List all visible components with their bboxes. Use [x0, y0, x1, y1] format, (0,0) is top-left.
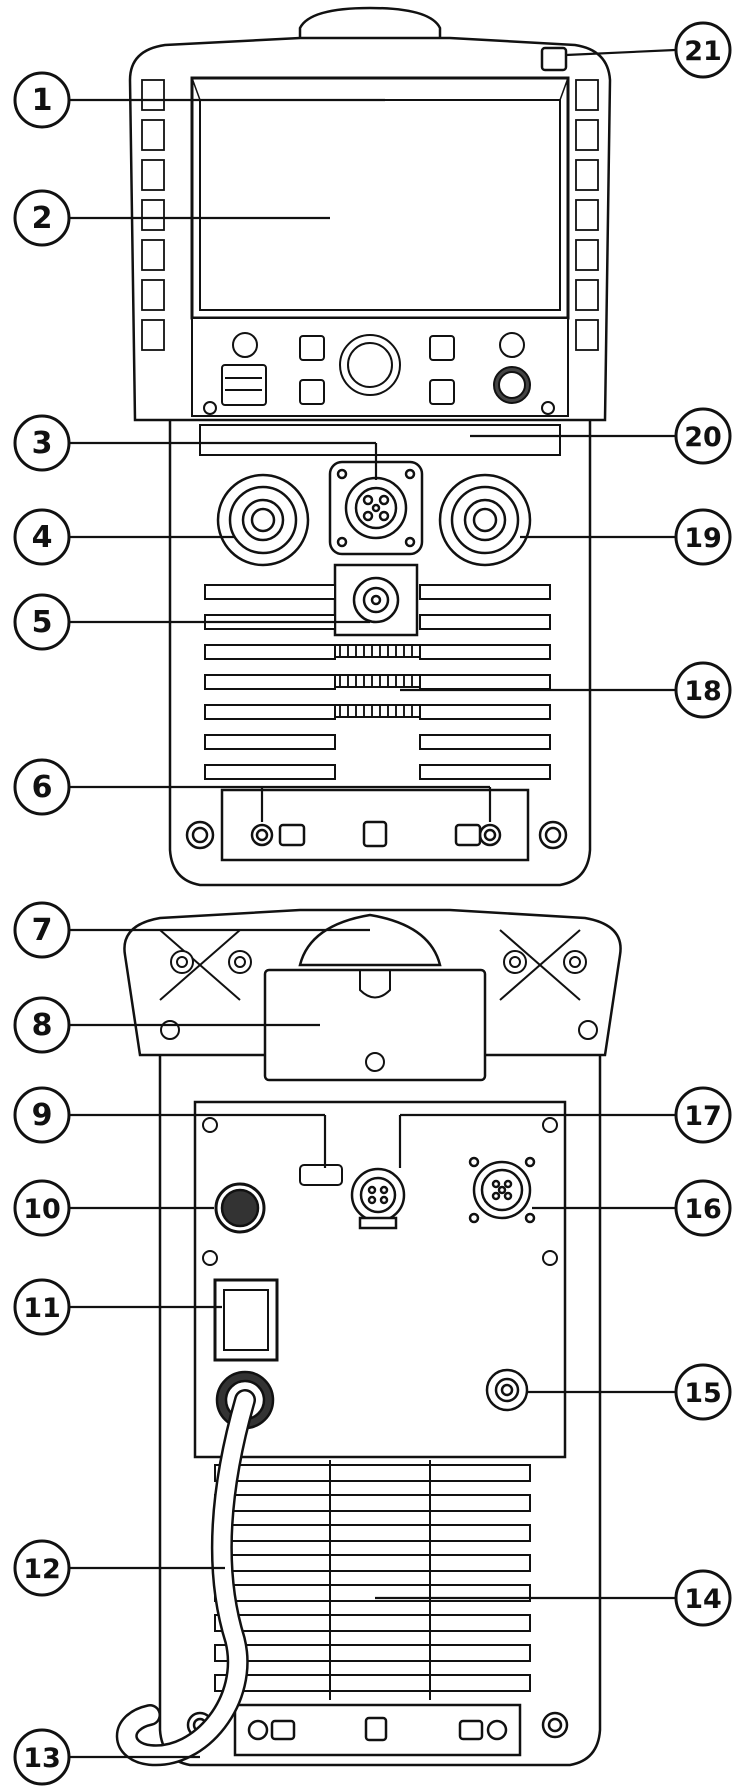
- callout-circle-16: [674, 1179, 732, 1237]
- callout-circle-19: [674, 508, 732, 566]
- callout-7: 7: [13, 901, 370, 959]
- data-port: [299, 1164, 343, 1186]
- callout-label-5: 5: [32, 605, 53, 640]
- callout-circle-11: [13, 1278, 71, 1336]
- callout-9: 9: [13, 1086, 327, 1168]
- callout-16: 16: [532, 1179, 732, 1237]
- front-vents: [204, 584, 551, 780]
- callout-label-20: 20: [684, 422, 722, 453]
- callout-label-3: 3: [32, 426, 53, 461]
- rear-bolts: [160, 950, 598, 1040]
- callout-circle-4: [13, 508, 71, 566]
- callout-circle-12: [13, 1539, 71, 1597]
- callout-circle-10: [13, 1179, 71, 1237]
- socket-right: [438, 473, 532, 567]
- callout-label-1: 1: [32, 83, 53, 118]
- callout-21: 21: [565, 21, 732, 79]
- power-switch: [213, 1278, 279, 1362]
- front-view: [128, 6, 612, 887]
- connector-16: [468, 1156, 536, 1224]
- callout-1: 1: [13, 71, 385, 129]
- callout-label-13: 13: [23, 1743, 61, 1774]
- power-cable: [115, 1370, 275, 1767]
- callout-circle-6: [13, 758, 71, 816]
- callout-circle-15: [674, 1363, 732, 1421]
- callout-20: 20: [470, 407, 732, 465]
- callout-circle-5: [13, 593, 71, 651]
- callout-15: 15: [528, 1363, 732, 1421]
- corner-indicator: [540, 46, 568, 72]
- rear-view: [115, 908, 622, 1767]
- callout-label-10: 10: [23, 1194, 61, 1225]
- connector-17: [350, 1167, 406, 1230]
- panel-controls: [203, 332, 555, 415]
- rear-vents: [214, 1460, 531, 1700]
- callout-label-17: 17: [684, 1101, 722, 1132]
- callout-3: 3: [13, 414, 378, 480]
- callout-circle-21: [674, 21, 732, 79]
- gas-inlet: [485, 1368, 529, 1412]
- callout-label-2: 2: [32, 201, 53, 236]
- callout-leader-21: [565, 48, 676, 57]
- callout-label-4: 4: [32, 520, 53, 555]
- callout-circle-1: [13, 71, 71, 129]
- front-bottom-rail: [185, 788, 568, 862]
- callout-4: 4: [13, 508, 235, 566]
- callout-label-19: 19: [684, 523, 722, 554]
- rear-bottom-rail: [186, 1703, 569, 1757]
- callout-circle-20: [674, 407, 732, 465]
- callout-label-12: 12: [23, 1554, 61, 1585]
- callout-19: 19: [520, 508, 732, 566]
- gas-connector: [333, 563, 419, 637]
- callout-circle-18: [674, 661, 732, 719]
- socket-left: [216, 473, 310, 567]
- callout-label-15: 15: [684, 1378, 722, 1409]
- callout-12: 12: [13, 1539, 225, 1597]
- panel-bar: [199, 424, 561, 456]
- callout-label-9: 9: [32, 1098, 53, 1133]
- front-handle: [298, 6, 442, 42]
- callout-circle-13: [13, 1728, 71, 1786]
- callout-circle-9: [13, 1086, 71, 1144]
- callout-circle-8: [13, 996, 71, 1054]
- callout-label-18: 18: [684, 676, 722, 707]
- callout-label-16: 16: [684, 1194, 722, 1225]
- callout-label-14: 14: [684, 1584, 722, 1615]
- callout-6: 6: [13, 758, 492, 822]
- callout-17: 17: [398, 1086, 732, 1168]
- callout-label-7: 7: [32, 913, 53, 948]
- callout-10: 10: [13, 1179, 214, 1237]
- callout-circle-3: [13, 414, 71, 472]
- callout-18: 18: [400, 661, 732, 719]
- front-ribs-right: [575, 79, 599, 351]
- callout-13: 13: [13, 1728, 200, 1786]
- display-screen: [199, 99, 561, 311]
- callout-14: 14: [375, 1569, 732, 1627]
- callout-label-11: 11: [23, 1293, 61, 1324]
- front-ribs-left: [141, 79, 165, 351]
- callout-circle-14: [674, 1569, 732, 1627]
- callout-circle-17: [674, 1086, 732, 1144]
- control-connector: [328, 460, 424, 556]
- rear-bracing: [159, 929, 581, 1001]
- callout-2: 2: [13, 189, 330, 247]
- callout-label-6: 6: [32, 770, 53, 805]
- callout-8: 8: [13, 996, 320, 1054]
- rear-handle: [298, 913, 442, 967]
- callout-circle-2: [13, 189, 71, 247]
- callout-11: 11: [13, 1278, 222, 1336]
- callout-5: 5: [13, 593, 370, 651]
- callout-label-21: 21: [684, 36, 722, 67]
- callout-circle-7: [13, 901, 71, 959]
- callout-label-8: 8: [32, 1008, 53, 1043]
